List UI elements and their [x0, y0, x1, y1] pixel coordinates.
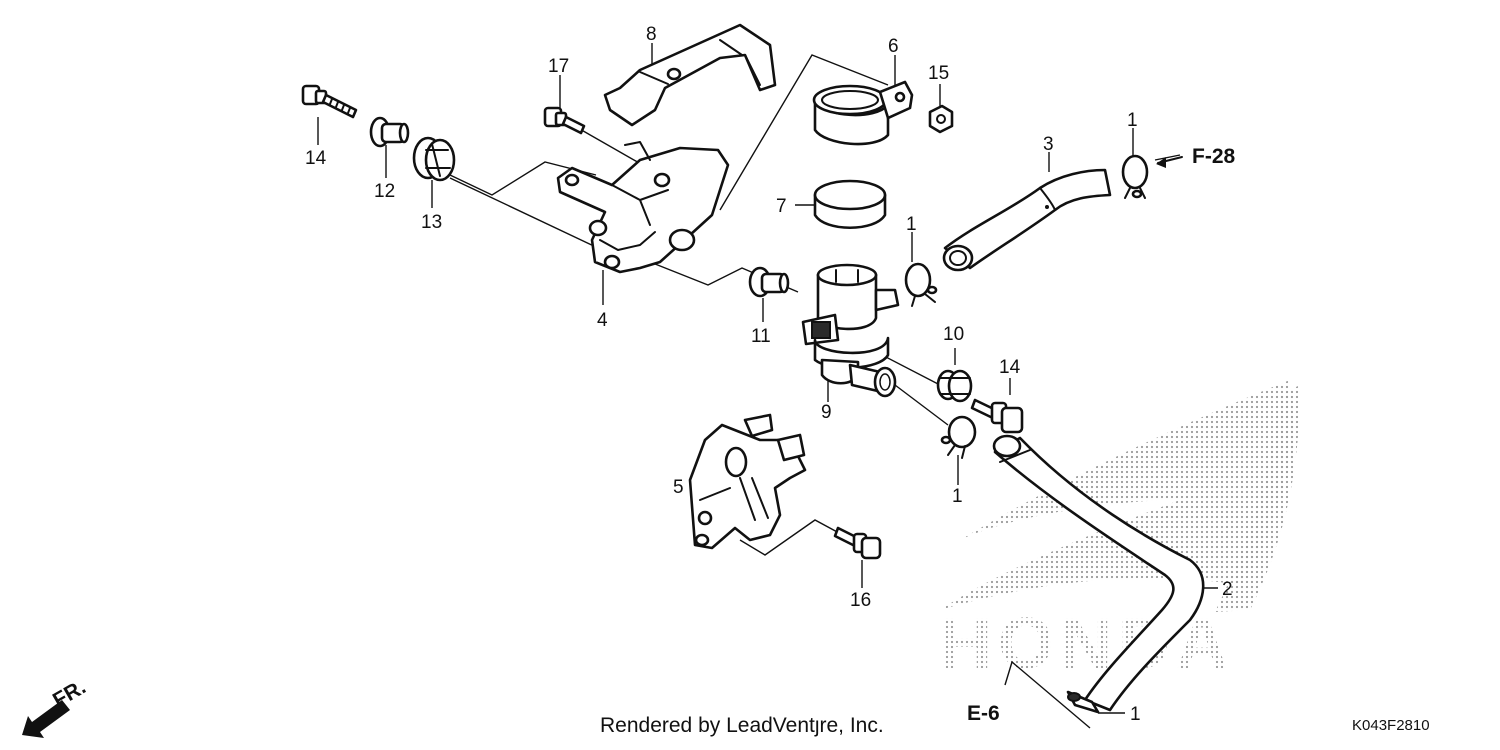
- part-1-clip-top: [1121, 154, 1149, 199]
- callout-1-mid: 1: [906, 214, 917, 235]
- reference-e6: E-6: [967, 702, 1000, 725]
- part-1-clip-bottom: [1066, 690, 1100, 714]
- part-6-band-clamp: [812, 80, 914, 146]
- callout-17: 17: [548, 56, 569, 77]
- callout-1-low: 1: [952, 486, 963, 507]
- honda-wing-watermark: [940, 380, 1300, 612]
- part-12-collar: [369, 116, 410, 148]
- callout-16: 16: [850, 590, 871, 611]
- callout-7: 7: [776, 196, 787, 217]
- callout-12: 12: [374, 181, 395, 202]
- leader-lines: [317, 43, 1218, 729]
- part-2-long-hose: [992, 434, 1205, 712]
- callout-9: 9: [821, 402, 832, 423]
- front-direction-arrow: [22, 700, 70, 738]
- part-8-upper-bracket: [603, 23, 777, 127]
- callout-1-bottom: 1: [1130, 704, 1141, 725]
- part-11-collar: [748, 266, 790, 298]
- diagram-code: K043F2810: [1352, 717, 1430, 734]
- part-3-upper-hose: [942, 168, 1112, 272]
- part-13-grommet: [412, 136, 456, 182]
- callout-11: 11: [751, 326, 771, 347]
- callout-3: 3: [1043, 134, 1054, 155]
- f28-reference-arrow: [1156, 156, 1183, 168]
- part-1-clip-mid: [904, 262, 938, 307]
- callout-13: 13: [421, 212, 442, 233]
- callout-10: 10: [943, 324, 964, 345]
- callout-14-right: 14: [999, 357, 1021, 378]
- rendered-by-credit: Rendered by LeadVentȷre, Inc.: [600, 714, 884, 737]
- part-9-solenoid-valve: [801, 263, 900, 398]
- part-15-nut: [928, 104, 954, 134]
- callout-14-left: 14: [305, 148, 327, 169]
- part-14-bolt-right: [970, 398, 1024, 434]
- part-1-clip-low: [940, 415, 977, 459]
- callout-4: 4: [597, 310, 608, 331]
- part-16-bolt: [833, 526, 882, 560]
- callout-15: 15: [928, 63, 949, 84]
- callout-6: 6: [888, 36, 899, 57]
- part-10-grommet: [936, 369, 973, 403]
- callout-2: 2: [1222, 579, 1233, 600]
- part-17-bolt: [543, 106, 586, 135]
- callout-1-top: 1: [1127, 110, 1138, 131]
- reference-f28: F-28: [1192, 145, 1236, 168]
- part-7-cap: [813, 179, 887, 230]
- part-5-lower-bracket: [688, 413, 807, 550]
- part-14-bolt-left: [301, 84, 358, 119]
- part-4-main-bracket: [556, 141, 730, 274]
- callout-5: 5: [673, 477, 684, 498]
- callout-8: 8: [646, 24, 657, 45]
